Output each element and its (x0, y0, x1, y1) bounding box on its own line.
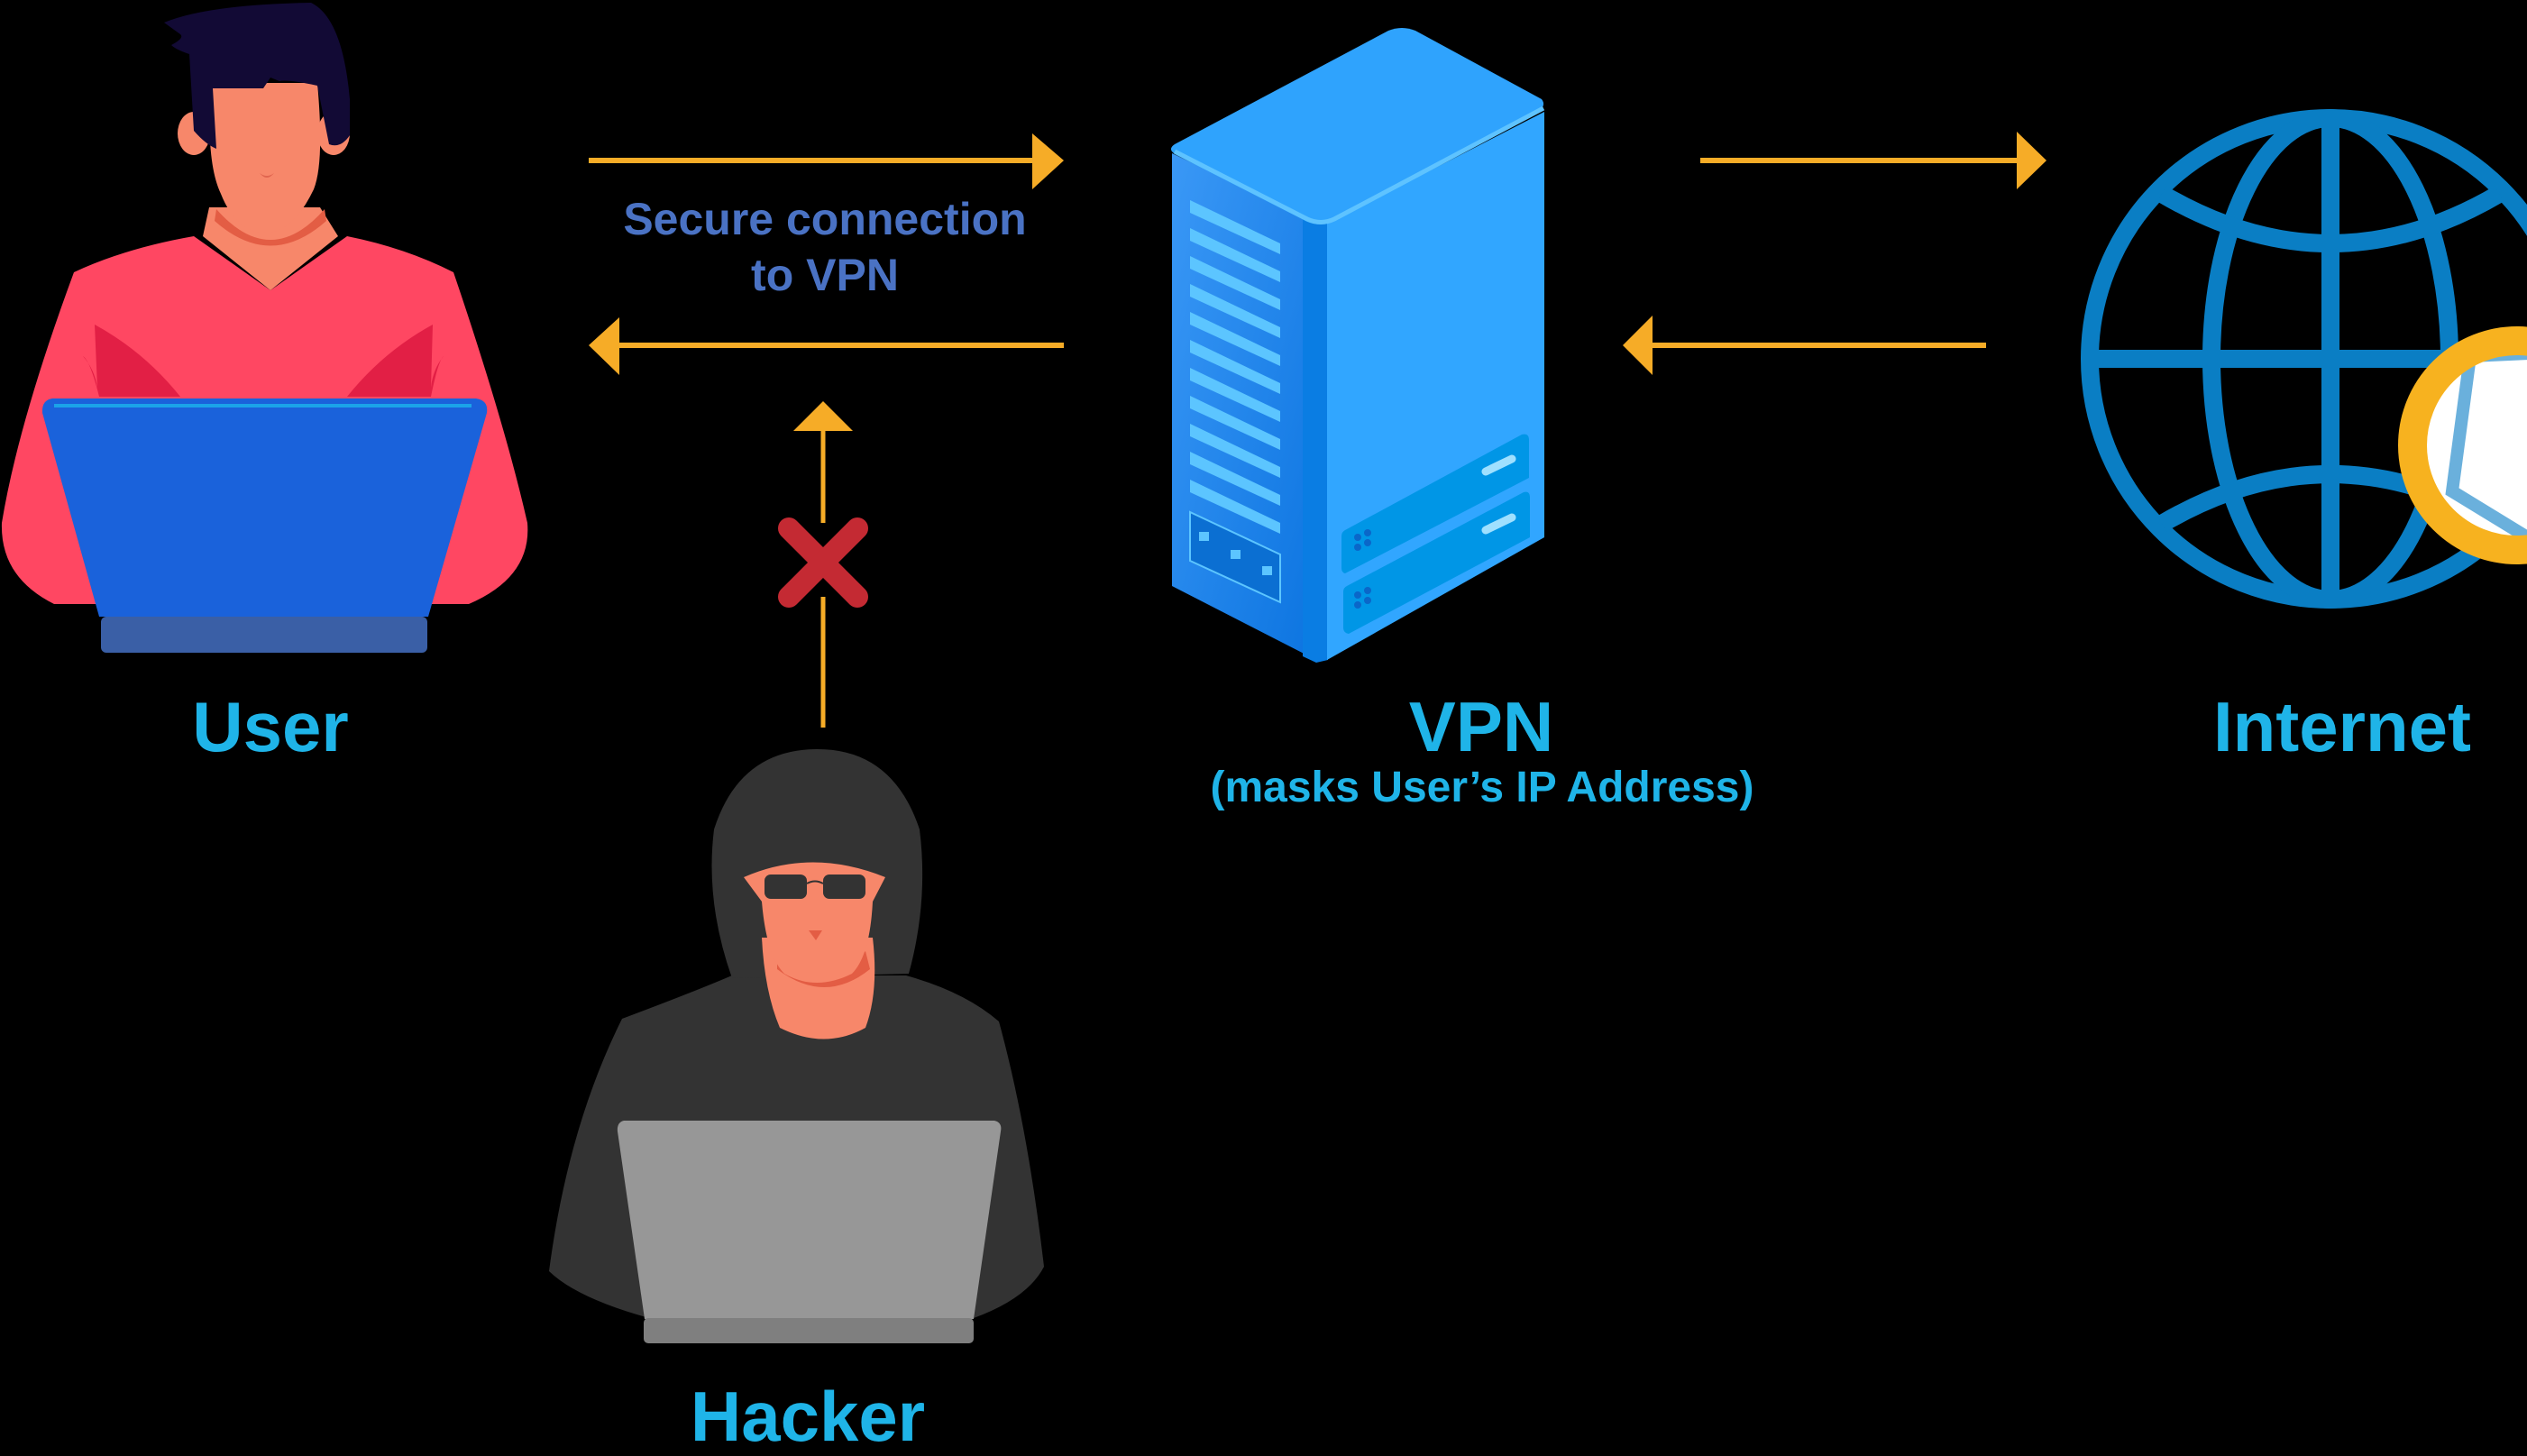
server-led-1 (1199, 532, 1209, 541)
user-figure (1, 3, 528, 653)
hacker-laptop-base (644, 1318, 974, 1343)
sunglasses-icon (765, 875, 865, 899)
user-vpn-arrows (589, 133, 1064, 375)
user-laptop-screen (41, 398, 488, 617)
server-led-3 (1262, 566, 1272, 575)
connection-label-line2: to VPN (751, 250, 899, 300)
vpn-server-icon (1170, 28, 1545, 663)
hacker-figure (549, 748, 1044, 1343)
server-drive-bay-1 (1341, 434, 1529, 573)
user-label: User (192, 687, 349, 766)
server-vents (1190, 200, 1280, 534)
vpn-label: VPN (1408, 687, 1554, 766)
magnifier-icon (2398, 326, 2527, 564)
vpn-internet-arrows (1623, 132, 2046, 375)
arrow-user-to-vpn-head (1032, 133, 1064, 189)
hacker-blocked-arrow (778, 401, 868, 728)
user-face (209, 83, 321, 233)
connection-label: Secure connection to VPN (550, 191, 1100, 303)
arrow-vpn-to-user-head (589, 317, 619, 375)
shield-outline (2445, 347, 2527, 545)
hacker-label: Hacker (690, 1377, 926, 1456)
arrow-vpn-to-internet-head (2017, 132, 2046, 189)
server-top-face (1170, 28, 1544, 224)
x-mark-icon (778, 517, 868, 608)
user-arm-shade-right (347, 325, 444, 397)
hacker-laptop-screen (617, 1121, 1002, 1319)
user-laptop-screen-highlight (54, 404, 472, 407)
server-top-edge (1173, 105, 1545, 224)
server-drive-light-2 (1481, 513, 1516, 535)
user-arm-shade-left (83, 325, 180, 397)
vpn-subtitle: (masks User’s IP Address) (1210, 764, 1754, 811)
internet-label: Internet (2212, 687, 2472, 766)
server-drive-light-1 (1481, 454, 1516, 476)
connection-label-line1: Secure connection (623, 194, 1027, 244)
hacker-mouth (809, 930, 822, 940)
server-edge (1303, 216, 1328, 663)
user-laptop-base (101, 617, 427, 653)
hacker-arrow-head (793, 401, 853, 431)
server-drive-dots (1354, 529, 1371, 609)
server-led-2 (1231, 550, 1241, 559)
arrow-internet-to-vpn-head (1623, 316, 1653, 375)
user-neck-shadow (215, 209, 326, 246)
user-hair (164, 3, 350, 149)
user-mouth (260, 173, 274, 178)
